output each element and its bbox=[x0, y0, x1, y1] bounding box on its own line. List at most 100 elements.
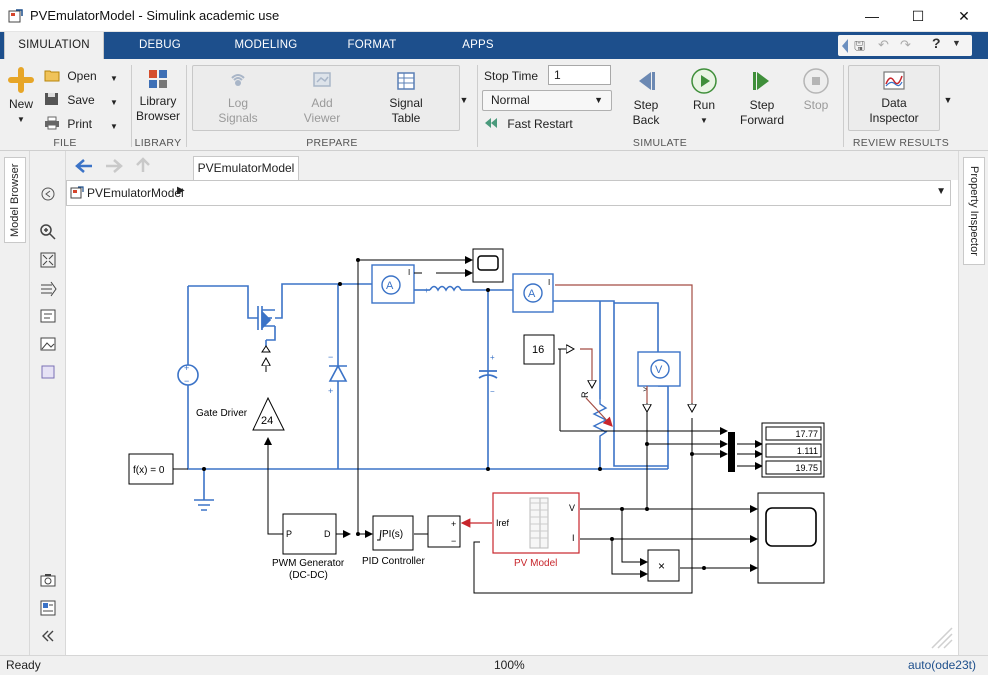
library-group-label: LIBRARY bbox=[134, 137, 182, 149]
model-editor-tab[interactable]: PVEmulatorModel bbox=[193, 156, 299, 180]
mux-block[interactable] bbox=[728, 432, 735, 472]
stop-time-label: Stop Time bbox=[484, 69, 539, 83]
solver-configuration-block[interactable]: f(x) = 0 bbox=[128, 453, 174, 485]
pwm-generator-block[interactable]: P D bbox=[282, 513, 337, 555]
fast-restart-button[interactable]: Fast Restart bbox=[484, 117, 573, 131]
tab-debug[interactable]: DEBUG bbox=[139, 39, 181, 51]
sum-block[interactable]: + − bbox=[427, 515, 461, 548]
pwm-port-p: P bbox=[286, 529, 292, 539]
breadcrumb[interactable]: PVEmulatorModel bbox=[87, 186, 184, 200]
left-side-tab-bar: Model Browser bbox=[0, 151, 30, 655]
simulink-diagram: + − 24 Gate Driver − + A I + + bbox=[128, 248, 953, 649]
tab-format[interactable]: FORMAT bbox=[347, 39, 397, 51]
model-canvas[interactable]: + − 24 Gate Driver − + A I + + bbox=[66, 206, 958, 655]
current-sensor-2[interactable]: A I bbox=[512, 273, 554, 313]
add-viewer-label-1: Add bbox=[311, 96, 333, 110]
zoom-level[interactable]: 100% bbox=[494, 658, 525, 672]
annotation-icon[interactable] bbox=[39, 307, 57, 325]
step-back-button[interactable]: Step Back bbox=[624, 68, 668, 128]
address-dropdown-icon[interactable]: ▼ bbox=[936, 186, 946, 197]
capacitor[interactable]: + − bbox=[478, 353, 498, 396]
hide-browser-icon[interactable] bbox=[39, 185, 57, 203]
open-button[interactable]: Open ▼ bbox=[44, 68, 124, 84]
minimize-button[interactable]: — bbox=[849, 0, 895, 32]
forward-arrow-icon[interactable] bbox=[104, 158, 124, 174]
log-signals-button[interactable]: Log Signals bbox=[210, 70, 266, 126]
mosfet-switch[interactable] bbox=[257, 306, 276, 353]
close-icon: ✕ bbox=[958, 7, 970, 24]
maximize-button[interactable]: ☐ bbox=[895, 0, 941, 32]
new-button[interactable]: New ▼ bbox=[4, 67, 38, 127]
up-arrow-icon[interactable] bbox=[134, 156, 152, 174]
zoom-in-icon[interactable] bbox=[39, 223, 57, 241]
pv-model-block[interactable]: Iref V I bbox=[492, 492, 580, 554]
library-group: Library Browser LIBRARY bbox=[132, 59, 184, 151]
pwm-port-d: D bbox=[324, 529, 331, 539]
display-value-3: 19.75 bbox=[795, 463, 818, 473]
solver-config-label: f(x) = 0 bbox=[133, 465, 165, 476]
screenshot-icon[interactable] bbox=[39, 571, 57, 589]
variable-resistor[interactable]: R bbox=[580, 391, 613, 440]
run-button[interactable]: Run ▼ bbox=[682, 68, 726, 128]
diode[interactable]: − + bbox=[328, 352, 348, 396]
svg-text:−: − bbox=[184, 376, 189, 386]
voltage-sensor[interactable]: V > bbox=[637, 351, 681, 394]
constant-block[interactable]: 16 bbox=[523, 334, 555, 365]
step-back-label-1: Step bbox=[633, 98, 659, 112]
model-browser-tab[interactable]: Model Browser bbox=[4, 157, 26, 243]
junction-dots bbox=[202, 258, 706, 570]
product-block[interactable]: × bbox=[647, 549, 680, 582]
chevron-down-icon: ▼ bbox=[594, 95, 603, 105]
diagram-palette bbox=[30, 151, 66, 655]
help-icon[interactable]: ? bbox=[932, 35, 941, 51]
separator bbox=[477, 65, 478, 147]
redo-icon[interactable]: ↷ bbox=[900, 37, 911, 52]
print-button[interactable]: Print ▼ bbox=[44, 116, 124, 132]
scope-1[interactable] bbox=[472, 248, 504, 283]
current-sensor-1[interactable]: A I bbox=[371, 264, 415, 304]
property-icon[interactable] bbox=[39, 599, 57, 617]
close-button[interactable]: ✕ bbox=[941, 0, 987, 32]
step-back-label-2: Back bbox=[632, 113, 660, 127]
prepare-gallery-expand-icon[interactable]: ▼ bbox=[459, 95, 469, 105]
print-dropdown-icon: ▼ bbox=[110, 122, 118, 131]
inductor[interactable]: + bbox=[424, 285, 462, 295]
image-icon[interactable] bbox=[39, 335, 57, 353]
back-arrow-icon[interactable] bbox=[74, 158, 94, 174]
solver-indicator[interactable]: auto(ode23t) bbox=[907, 658, 976, 672]
undo-icon[interactable]: ↶ bbox=[878, 37, 889, 52]
property-inspector-tab[interactable]: Property Inspector bbox=[963, 157, 985, 265]
address-bar[interactable]: PVEmulatorModel ▶ ▼ bbox=[66, 180, 951, 206]
pid-controller-block[interactable]: PI(s) bbox=[372, 515, 414, 551]
dc-voltage-source[interactable]: + − bbox=[177, 363, 199, 386]
step-forward-icon bbox=[753, 72, 769, 90]
tab-apps[interactable]: APPS bbox=[462, 39, 494, 51]
scope-2[interactable] bbox=[757, 492, 825, 584]
step-forward-button[interactable]: Step Forward bbox=[740, 68, 784, 128]
gate-driver-label: Gate Driver bbox=[196, 408, 248, 419]
review-gallery-expand-icon[interactable]: ▼ bbox=[943, 95, 953, 105]
save-icon[interactable]: 🖫 bbox=[854, 38, 866, 53]
pv-port-i: I bbox=[572, 533, 575, 543]
fit-to-view-icon[interactable] bbox=[39, 251, 57, 269]
stop-button[interactable]: Stop bbox=[794, 68, 838, 113]
resistor-port-label: R bbox=[580, 391, 590, 398]
gate-driver-gain-block[interactable]: 24 bbox=[252, 396, 285, 431]
stop-time-input[interactable]: 1 bbox=[548, 65, 611, 85]
collapse-palette-icon[interactable] bbox=[39, 627, 57, 645]
area-icon[interactable] bbox=[39, 363, 57, 381]
save-button[interactable]: Save ▼ bbox=[44, 92, 124, 108]
data-inspector-button[interactable]: Data Inspector bbox=[852, 70, 936, 126]
stop-label: Stop bbox=[803, 98, 829, 112]
file-group: New ▼ Open ▼ Save ▼ Print ▼ FILE bbox=[0, 59, 130, 151]
display-block[interactable]: 17.77 1.111 19.75 bbox=[761, 422, 825, 478]
tab-simulation[interactable]: SIMULATION bbox=[4, 32, 104, 59]
library-browser-button[interactable]: Library Browser bbox=[132, 68, 184, 124]
tab-modeling[interactable]: MODELING bbox=[234, 39, 298, 51]
add-viewer-button[interactable]: Add Viewer bbox=[294, 70, 350, 126]
run-label: Run bbox=[692, 98, 715, 112]
help-dropdown-icon[interactable]: ▼ bbox=[952, 38, 961, 48]
signal-table-button[interactable]: Signal Table bbox=[378, 70, 434, 126]
simulation-mode-select[interactable]: Normal ▼ bbox=[482, 90, 612, 111]
arrow-signal-icon[interactable] bbox=[39, 279, 57, 297]
